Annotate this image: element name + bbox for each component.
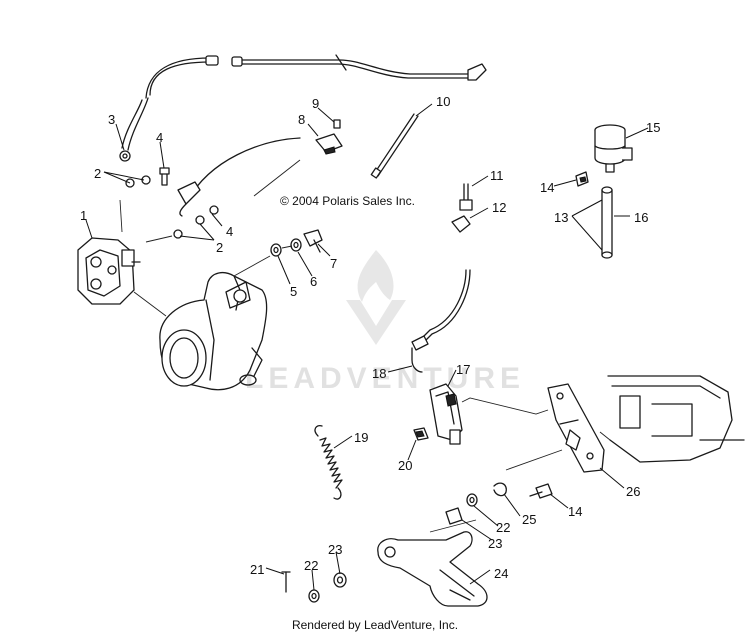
callout-26: 26 xyxy=(626,484,640,499)
part-21-pin xyxy=(281,571,291,593)
part-24-brake-pedal xyxy=(377,531,488,607)
part-22-washer-right xyxy=(466,493,478,507)
callout-11: 11 xyxy=(490,168,504,183)
callout-7: 7 xyxy=(330,256,337,271)
part-15-reservoir xyxy=(594,124,633,173)
part-17-master-cylinder xyxy=(429,383,463,445)
callout-10: 10 xyxy=(436,94,450,109)
callout-4: 4 xyxy=(156,130,163,145)
part-14-screw-top xyxy=(575,171,589,187)
watermark: LEADVENTURE xyxy=(245,250,525,395)
part-25-clip xyxy=(493,482,507,497)
callout-3: 3 xyxy=(108,112,115,127)
part-3-brake-hose xyxy=(119,97,149,162)
callout-8: 8 xyxy=(298,112,305,127)
callout-9: 9 xyxy=(312,96,319,111)
part-10-rod xyxy=(370,113,419,179)
callout-14: 14 xyxy=(540,180,554,195)
callout-2: 2 xyxy=(94,166,101,181)
callout-2: 2 xyxy=(216,240,223,255)
part-8-9-switch xyxy=(315,119,343,155)
assembly-lines xyxy=(119,159,611,533)
part-19-spring xyxy=(314,424,343,500)
rendered-by-footer: Rendered by LeadVenture, Inc. xyxy=(291,618,459,632)
callout-23: 23 xyxy=(328,542,342,557)
watermark-text: LEADVENTURE xyxy=(245,362,525,395)
callout-24: 24 xyxy=(494,566,508,581)
callout-25: 25 xyxy=(522,512,536,527)
frame-section xyxy=(607,375,745,463)
part-1-brake-caliper xyxy=(77,237,141,305)
callout-17: 17 xyxy=(456,362,470,377)
callout-13: 13 xyxy=(554,210,568,225)
washers-5-6-7 xyxy=(270,229,323,257)
callout-15: 15 xyxy=(646,120,660,135)
callout-22: 22 xyxy=(496,520,510,535)
callout-1: 1 xyxy=(80,208,87,223)
brake-line-top xyxy=(145,54,487,99)
washers-middle xyxy=(173,205,219,239)
part-26-mount-plate xyxy=(547,383,605,473)
callout-21: 21 xyxy=(250,562,264,577)
part-14-bolt-lower xyxy=(529,483,553,499)
callout-5: 5 xyxy=(290,284,297,299)
callout-14: 14 xyxy=(568,504,582,519)
part-11-12-fittings xyxy=(451,183,473,233)
callout-23: 23 xyxy=(488,536,502,551)
flame-logo-icon xyxy=(346,250,406,345)
callout-4: 4 xyxy=(226,224,233,239)
callout-22: 22 xyxy=(304,558,318,573)
leader-lines xyxy=(85,103,649,591)
part-23-bushing-right xyxy=(445,507,463,525)
copyright-notice: © 2004 Polaris Sales Inc. xyxy=(280,194,415,208)
callout-18: 18 xyxy=(372,366,386,381)
callout-16: 16 xyxy=(634,210,648,225)
part-22-washer-left xyxy=(308,589,320,603)
callout-20: 20 xyxy=(398,458,412,473)
brake-hose-arc xyxy=(177,137,301,217)
part-18-brake-line xyxy=(411,269,471,373)
callout-12: 12 xyxy=(492,200,506,215)
callout-19: 19 xyxy=(354,430,368,445)
callout-labels: 1 2 2 3 4 4 5 6 7 8 9 10 11 12 13 14 14 … xyxy=(80,94,660,581)
part-16-hose xyxy=(601,186,613,259)
callout-6: 6 xyxy=(310,274,317,289)
part-23-bushing-left xyxy=(333,572,347,588)
part-knuckle-housing xyxy=(159,271,268,391)
part-20-bolt xyxy=(413,427,429,441)
